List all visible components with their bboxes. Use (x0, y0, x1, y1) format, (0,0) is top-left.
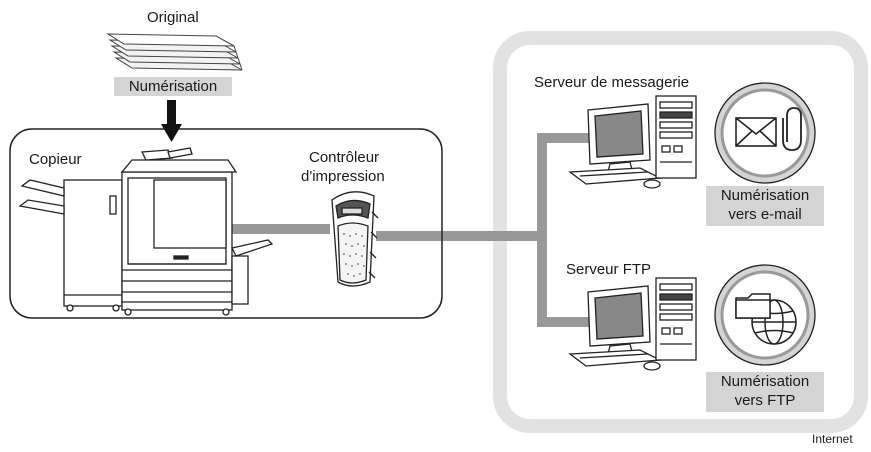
scan-email-line1: Numérisation (720, 187, 810, 204)
folder-icon (735, 293, 771, 319)
scan-email-line2: vers e-mail (728, 206, 802, 223)
computer-icon (568, 277, 697, 371)
envelope-icon (735, 117, 777, 147)
document-stack-icon (106, 33, 243, 71)
scan-ftp-label: Numérisation vers FTP (706, 372, 824, 412)
copier-area-frame (9, 128, 443, 319)
controller-label-line2: d'impression (301, 168, 385, 185)
original-label: Original (147, 9, 199, 26)
computer-icon (568, 95, 697, 189)
copier-icon (18, 147, 274, 316)
paperclip-icon (782, 107, 802, 151)
network-links (232, 133, 590, 327)
copier-label: Copieur (29, 151, 82, 168)
ftp-server-label: Serveur FTP (566, 261, 652, 278)
scan-ftp-line2: vers FTP (734, 392, 796, 409)
scan-label: Numérisation (114, 77, 232, 96)
scan-email-label: Numérisation vers e-mail (706, 186, 824, 226)
mail-server-label: Serveur de messagerie (534, 74, 690, 91)
scan-ftp-line1: Numérisation (720, 373, 810, 390)
controller-label-line1: Contrôleur (309, 149, 380, 166)
print-controller-icon (331, 191, 379, 287)
internet-label: Internet (812, 432, 853, 446)
arrow-down-icon (161, 100, 182, 142)
